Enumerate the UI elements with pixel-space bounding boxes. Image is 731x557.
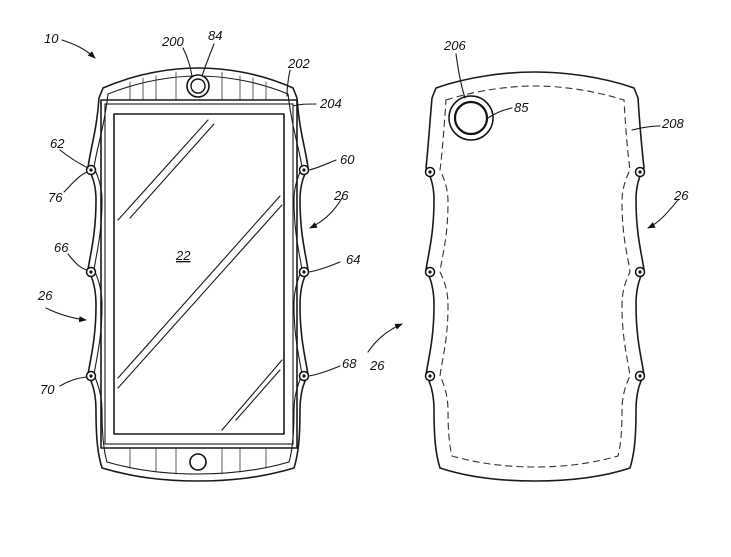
front-home-button (189, 453, 207, 471)
label-202: 202 (287, 56, 310, 71)
front-camera-lens (190, 78, 206, 94)
front-view (45, 39, 343, 482)
front-labels: 10 200 84 202 204 62 76 60 26 22 66 64 2… (37, 28, 360, 397)
label-85: 85 (514, 100, 529, 115)
label-64: 64 (346, 252, 360, 267)
back-screw-ll (424, 370, 436, 382)
back-screw-ur (634, 166, 646, 178)
label-60: 60 (340, 152, 355, 167)
back-screw-lr (634, 370, 646, 382)
front-screen-frame (100, 99, 298, 449)
label-26-front-right: 26 (333, 188, 349, 203)
label-26-back-right: 26 (673, 188, 689, 203)
label-26-back-left: 26 (369, 358, 385, 373)
label-76: 76 (48, 190, 63, 205)
label-84: 84 (208, 28, 222, 43)
front-screw-lr (298, 370, 310, 382)
front-screw-ur (298, 164, 310, 176)
front-screw-mr (298, 266, 310, 278)
front-case-outline (87, 67, 309, 482)
label-200: 200 (161, 34, 184, 49)
front-screen-frame-inner (104, 103, 294, 445)
label-208: 208 (661, 116, 684, 131)
front-screw-ul (85, 164, 97, 176)
label-204: 204 (319, 96, 342, 111)
back-labels: 206 85 208 26 26 (369, 38, 689, 373)
label-66: 66 (54, 240, 69, 255)
back-camera-lens (453, 100, 489, 136)
label-68: 68 (342, 356, 357, 371)
back-screw-ul (424, 166, 436, 178)
label-70: 70 (40, 382, 55, 397)
label-26-front-left: 26 (37, 288, 53, 303)
back-screw-mr (634, 266, 646, 278)
back-inner-outline (439, 85, 631, 468)
front-screw-ll (85, 370, 97, 382)
label-62: 62 (50, 136, 65, 151)
front-case-inner-edge (93, 75, 303, 475)
label-10: 10 (44, 31, 59, 46)
front-screen-glass (113, 113, 285, 435)
label-206: 206 (443, 38, 466, 53)
front-screw-ml (85, 266, 97, 278)
back-view (367, 53, 679, 482)
label-22: 22 (175, 248, 191, 263)
back-screw-ml (424, 266, 436, 278)
